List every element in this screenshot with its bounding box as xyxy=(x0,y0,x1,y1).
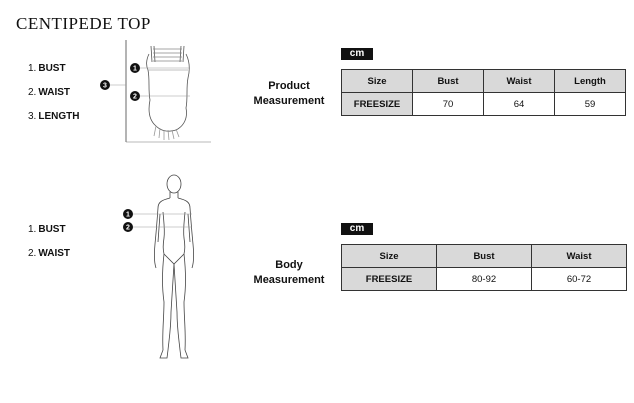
garment-sketch: 1 2 3 xyxy=(100,40,211,143)
product-unit-badge: cm xyxy=(341,48,373,60)
page-title: CENTIPEDE TOP xyxy=(16,14,151,33)
table-header-cell: Length xyxy=(554,69,626,93)
product-marker-3: 3 xyxy=(100,80,110,90)
product-marker-2: 2 xyxy=(130,91,140,101)
body-marker-2: 2 xyxy=(123,222,133,232)
product-measure-item-length: 3.LENGTH xyxy=(28,111,80,122)
body-measure-item-waist: 2.WAIST xyxy=(28,248,71,259)
table-cell-size: FREESIZE xyxy=(341,92,413,116)
product-size-table: Size Bust Waist Length FREESIZE 70 64 59 xyxy=(341,69,626,116)
product-measure-list: 1.BUST 2.WAIST 3.LENGTH xyxy=(28,63,79,135)
body-marker-1: 1 xyxy=(123,209,133,219)
table-cell-size: FREESIZE xyxy=(341,267,437,291)
table-cell: 59 xyxy=(554,92,626,116)
body-size-table: Size Bust Waist FREESIZE 80-92 60-72 xyxy=(341,244,627,291)
table-cell: 80-92 xyxy=(436,267,532,291)
table-cell: 60-72 xyxy=(531,267,627,291)
svg-text:2: 2 xyxy=(126,225,130,232)
table-header-cell: Bust xyxy=(436,244,532,268)
body-measurement-label: Body Measurement xyxy=(253,259,325,286)
svg-text:3: 3 xyxy=(103,83,107,90)
product-measurement-label: Product Measurement xyxy=(253,80,325,107)
table-header-row: Size Bust Waist xyxy=(341,244,627,268)
product-measure-item-waist: 2.WAIST xyxy=(28,87,71,98)
table-header-cell: Size xyxy=(341,69,413,93)
svg-text:2: 2 xyxy=(133,94,137,101)
product-measure-item-bust: 1.BUST xyxy=(28,63,66,74)
table-header-cell: Waist xyxy=(531,244,627,268)
table-row: FREESIZE 70 64 59 xyxy=(341,92,626,116)
table-header-cell: Waist xyxy=(483,69,555,93)
body-measure-list: 1.BUST 2.WAIST xyxy=(28,224,70,272)
table-cell: 70 xyxy=(412,92,484,116)
table-cell: 64 xyxy=(483,92,555,116)
table-row: FREESIZE 80-92 60-72 xyxy=(341,267,627,291)
body-unit-badge: cm xyxy=(341,223,373,235)
body-figure-sketch: 1 2 xyxy=(123,174,195,359)
product-marker-1: 1 xyxy=(130,63,140,73)
body-measure-item-bust: 1.BUST xyxy=(28,224,66,235)
table-header-cell: Size xyxy=(341,244,437,268)
table-header-row: Size Bust Waist Length xyxy=(341,69,626,93)
svg-text:1: 1 xyxy=(126,212,130,219)
svg-text:1: 1 xyxy=(133,66,137,73)
table-header-cell: Bust xyxy=(412,69,484,93)
